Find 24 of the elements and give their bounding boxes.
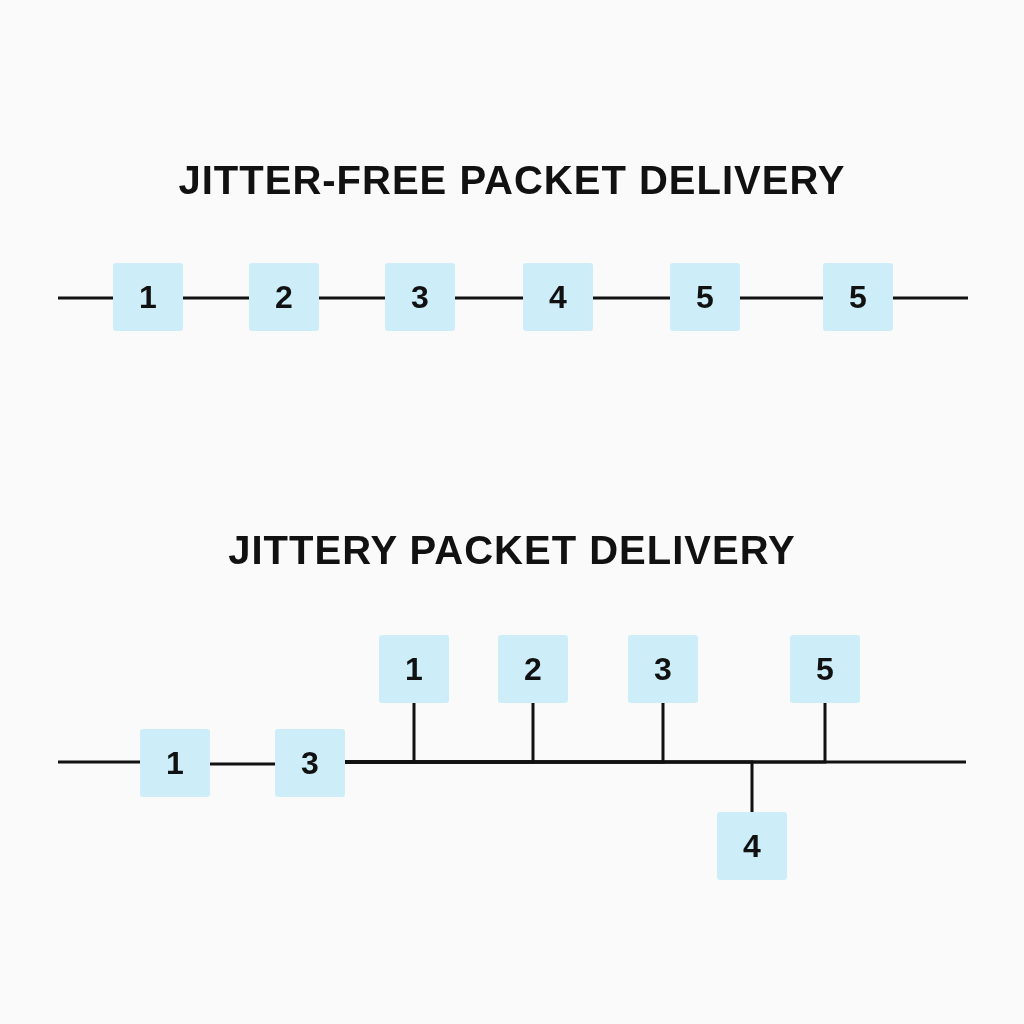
- connector-line: [183, 296, 249, 300]
- packet-box: 3: [628, 635, 698, 703]
- packet-box: 1: [379, 635, 449, 703]
- connector-line: [319, 296, 385, 300]
- packet-box: 5: [670, 263, 740, 331]
- connector-line: [210, 762, 275, 766]
- packet-box: 5: [790, 635, 860, 703]
- packet-box: 3: [275, 729, 345, 797]
- packet-box: 4: [523, 263, 593, 331]
- connector-line: [58, 760, 140, 764]
- packet-box: 1: [113, 263, 183, 331]
- connector-line: [893, 296, 968, 300]
- packet-box: 5: [823, 263, 893, 331]
- packet-box: 1: [140, 729, 210, 797]
- packet-box: 4: [717, 812, 787, 880]
- packet-box: 2: [249, 263, 319, 331]
- packet-box: 2: [498, 635, 568, 703]
- connector-line: [740, 296, 823, 300]
- section-heading: JITTER-FREE PACKET DELIVERY: [178, 158, 846, 203]
- section-heading: JITTERY PACKET DELIVERY: [228, 528, 796, 573]
- connector-line: [593, 296, 670, 300]
- packet-box: 3: [385, 263, 455, 331]
- connector-line: [58, 296, 113, 300]
- connector-line: [455, 296, 523, 300]
